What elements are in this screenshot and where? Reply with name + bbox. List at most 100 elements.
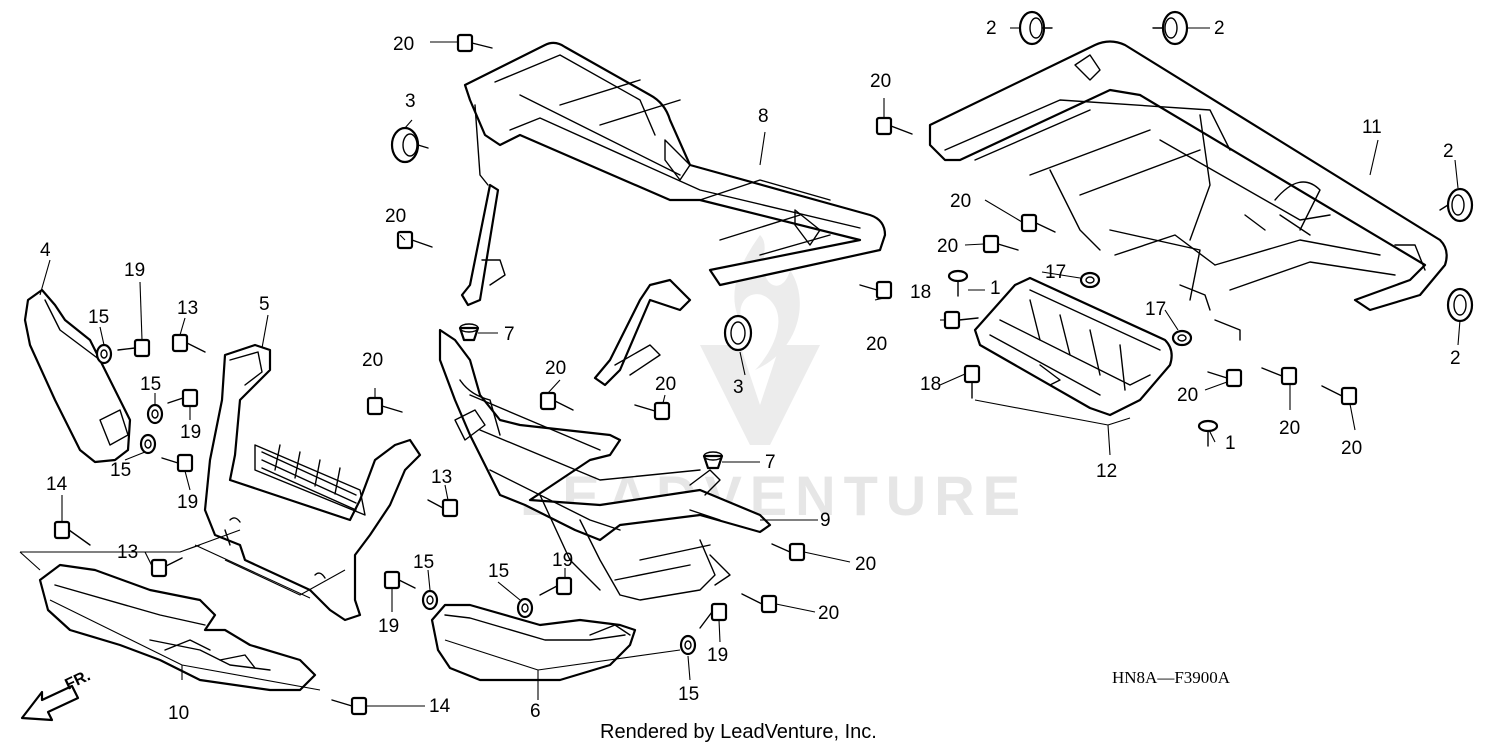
bolt-13-b xyxy=(427,498,459,518)
rear-carrier-8 xyxy=(460,41,887,387)
callout-2: 2 xyxy=(1450,348,1461,369)
callout-14: 14 xyxy=(429,696,451,717)
callout-19: 19 xyxy=(177,492,198,513)
callout-4: 4 xyxy=(40,240,51,261)
callout-19: 19 xyxy=(552,550,573,571)
clip-7-b xyxy=(702,451,724,470)
callout-13: 13 xyxy=(117,542,138,563)
grommet-2-a xyxy=(1018,10,1053,46)
callout-17: 17 xyxy=(1045,262,1066,283)
callout-20: 20 xyxy=(870,71,891,92)
bolt-14-a xyxy=(53,520,91,546)
bolt-20-k xyxy=(1261,366,1298,386)
bolt-1-a xyxy=(947,269,969,297)
front-label: FR. xyxy=(63,667,94,693)
bolt-20-c xyxy=(396,230,433,250)
callout-3: 3 xyxy=(733,377,744,398)
front-arrow-icon xyxy=(20,684,80,722)
front-carrier-11 xyxy=(928,40,1448,341)
callout-18: 18 xyxy=(910,282,931,303)
bolt-20-i xyxy=(634,401,671,421)
callout-2: 2 xyxy=(1443,141,1454,162)
callout-17: 17 xyxy=(1145,299,1166,320)
callout-1: 1 xyxy=(1225,433,1236,454)
bolt-20-a xyxy=(456,33,493,53)
leader-lines xyxy=(19,27,1461,707)
callout-11: 11 xyxy=(1362,117,1382,138)
bolt-19-f xyxy=(699,602,728,629)
callout-19: 19 xyxy=(378,616,399,637)
callout-9: 9 xyxy=(820,510,831,531)
diagram-code: HN8A—F3900A xyxy=(1112,668,1231,687)
skid-plate-12 xyxy=(973,276,1173,417)
bolt-18-b xyxy=(963,364,981,399)
bolt-20-e xyxy=(1020,213,1056,233)
front-cover-5 xyxy=(203,343,422,622)
callout-20: 20 xyxy=(393,34,414,55)
bolt-19-a xyxy=(117,338,151,358)
grommet-3-b xyxy=(723,314,753,352)
callout-20: 20 xyxy=(545,358,566,379)
bolt-19-c xyxy=(161,453,194,473)
callout-15: 15 xyxy=(140,374,161,395)
callout-8: 8 xyxy=(758,106,769,127)
callout-2: 2 xyxy=(1214,18,1225,39)
side-guard-4 xyxy=(23,288,132,464)
washer-15-f xyxy=(679,634,697,656)
washer-15-c xyxy=(139,433,157,455)
collar-17-b xyxy=(1171,329,1193,347)
callout-20: 20 xyxy=(1279,418,1300,439)
bolt-19-e xyxy=(539,576,573,596)
bolt-19-b xyxy=(167,388,199,408)
callout-20: 20 xyxy=(855,554,876,575)
callout-7: 7 xyxy=(765,452,776,473)
grommet-2-c xyxy=(1439,187,1474,223)
bolt-18-a xyxy=(943,310,979,330)
bolt-19-d xyxy=(383,570,416,590)
callout-20: 20 xyxy=(1177,385,1198,406)
bolt-20-h xyxy=(539,391,574,411)
callout-15: 15 xyxy=(88,307,109,328)
frame-9 xyxy=(438,328,772,601)
collar-17-a xyxy=(1079,271,1101,289)
callout-15: 15 xyxy=(110,460,131,481)
grommet-3-a xyxy=(390,126,429,164)
callout-15: 15 xyxy=(413,552,434,573)
callout-19: 19 xyxy=(180,422,201,443)
callout-18: 18 xyxy=(920,374,941,395)
side-guard-6 xyxy=(430,603,637,682)
callout-20: 20 xyxy=(385,206,406,227)
callout-3: 3 xyxy=(405,91,416,112)
washer-15-d xyxy=(421,589,439,611)
callout-5: 5 xyxy=(259,294,270,315)
callout-7: 7 xyxy=(504,324,515,345)
callout-15: 15 xyxy=(678,684,699,705)
callout-10: 10 xyxy=(168,703,189,724)
bolt-1-b xyxy=(1197,419,1219,447)
clip-7-a xyxy=(458,323,480,342)
bolt-20-l xyxy=(1321,385,1358,406)
bolt-20-m xyxy=(771,542,806,562)
bolt-20-n xyxy=(741,593,778,614)
callout-15: 15 xyxy=(488,561,509,582)
callout-19: 19 xyxy=(124,260,145,281)
grommet-2-b xyxy=(1152,10,1189,46)
callout-19: 19 xyxy=(707,645,728,666)
under-cover-10 xyxy=(38,563,317,692)
bolt-20-b xyxy=(875,116,913,136)
callout-20: 20 xyxy=(818,603,839,624)
callout-13: 13 xyxy=(431,467,452,488)
grommet-2-d xyxy=(1446,287,1474,323)
callout-20: 20 xyxy=(655,374,676,395)
callout-6: 6 xyxy=(530,701,541,722)
callout-20: 20 xyxy=(866,334,887,355)
bolt-13-c xyxy=(150,557,183,578)
washer-15-a xyxy=(95,343,113,365)
bolt-20-j xyxy=(1207,368,1243,388)
callouts: 20 3 8 20 20 2 2 11 2 2 20 20 1 18 17 17… xyxy=(40,18,1461,724)
bolt-13-a xyxy=(171,333,206,353)
callout-13: 13 xyxy=(177,298,198,319)
callout-20: 20 xyxy=(362,350,383,371)
callout-20: 20 xyxy=(950,191,971,212)
